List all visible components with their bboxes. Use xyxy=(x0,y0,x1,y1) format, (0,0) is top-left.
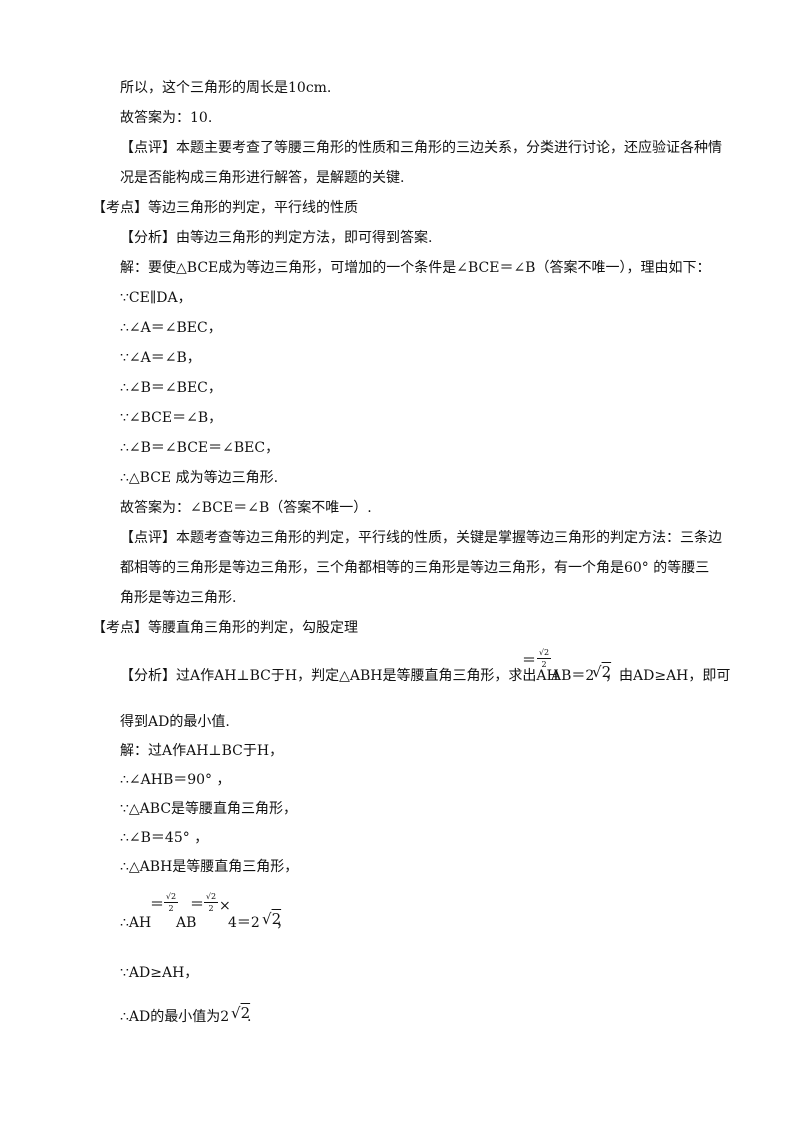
period: . xyxy=(247,1009,252,1025)
sqrt-symbol: √ xyxy=(262,910,272,928)
analysis-line: 【分析】由等边三角形的判定方法，即可得到答案. xyxy=(120,230,433,246)
fraction-bar xyxy=(164,902,178,903)
comma: ， xyxy=(276,915,290,931)
sqrt-symbol: √ xyxy=(231,1004,241,1022)
proof-step: ∴△BCE 成为等边三角形. xyxy=(120,470,279,486)
text-line: 故答案为：10. xyxy=(120,110,213,126)
sqrt-expression: √2 xyxy=(231,1003,250,1023)
fraction-sqrt2-over-2: √2 2 xyxy=(537,648,551,669)
proof-step: ∴∠A＝∠BEC， xyxy=(120,320,222,336)
comment-line: 况是否能构成三角形进行解答，是解题的关键. xyxy=(120,170,405,186)
analysis-line-end: ，由AD≥AH，即可 xyxy=(605,668,731,684)
proof-step: ∴∠B＝45° ， xyxy=(120,830,209,846)
proof-step: ∴△ABH是等腰直角三角形， xyxy=(120,859,299,875)
proof-step: ∵∠A＝∠B， xyxy=(120,350,201,366)
sqrt-symbol: √ xyxy=(592,663,602,681)
fraction-numerator: √2 xyxy=(205,892,217,901)
sqrt-expression: √2 xyxy=(262,909,281,929)
fraction-numerator: √2 xyxy=(165,892,177,901)
conclusion-start: ∴AD的最小值为2 xyxy=(120,1009,230,1025)
solution-line: 解：要使△BCE成为等边三角形，可增加的一个条件是∠BCE＝∠B（答案不唯一），… xyxy=(120,260,711,276)
proof-step: ∵△ABC是等腰直角三角形， xyxy=(120,801,298,817)
sqrt-argument: 2 xyxy=(240,1004,251,1022)
solution-line: 解：过A作AH⊥BC于H， xyxy=(120,743,284,759)
text-line: 所以，这个三角形的周长是10cm. xyxy=(120,80,332,96)
fraction-bar xyxy=(204,902,218,903)
knowledge-point-heading: 【考点】等腰直角三角形的判定，勾股定理 xyxy=(92,620,358,636)
fraction-sqrt2-over-2: √2 2 xyxy=(204,892,218,913)
sqrt-argument: 2 xyxy=(271,910,282,928)
equals-sign: ＝ xyxy=(150,897,164,913)
equation-result: 4＝2 xyxy=(228,915,260,931)
equals-sign: ＝ xyxy=(190,897,204,913)
times-sign: × xyxy=(219,898,231,914)
equation-start: ∴AH xyxy=(120,915,152,931)
analysis-line: 得到AD的最小值. xyxy=(120,714,230,730)
fraction-sqrt2-over-2: √2 2 xyxy=(164,892,178,913)
answer-line: 故答案为：∠BCE＝∠B（答案不唯一）. xyxy=(120,500,372,516)
comment-line: 角形是等边三角形. xyxy=(120,590,237,606)
proof-step: ∴∠B＝∠BCE＝∠BEC， xyxy=(120,440,280,456)
proof-step: ∵AD≥AH， xyxy=(120,965,199,981)
fraction-bar xyxy=(537,658,551,659)
knowledge-point-heading: 【考点】等边三角形的判定，平行线的性质 xyxy=(92,200,358,216)
fraction-denominator: 2 xyxy=(208,904,214,913)
proof-step: ∴∠B＝∠BEC， xyxy=(120,380,222,396)
analysis-line-start: 【分析】过A作AH⊥BC于H，判定△ABH是等腰直角三角形，求出AH xyxy=(120,668,559,684)
comment-line: 【点评】本题主要考查了等腰三角形的性质和三角形的三边关系，分类进行讨论，还应验证… xyxy=(120,140,722,156)
sqrt-expression: √2 xyxy=(592,662,611,682)
equation-ab: AB xyxy=(176,915,197,931)
proof-step: ∵∠BCE＝∠B， xyxy=(120,410,223,426)
equals-sign: ＝ xyxy=(522,653,536,669)
comment-line: 都相等的三角形是等边三角形，三个角都相等的三角形是等边三角形，有一个角是60° … xyxy=(120,560,710,576)
proof-step: ∴∠AHB＝90° ， xyxy=(120,772,231,788)
analysis-line-mid: AB＝2 xyxy=(551,668,595,684)
comment-line: 【点评】本题考查等边三角形的判定，平行线的性质，关键是掌握等边三角形的判定方法：… xyxy=(120,530,722,546)
fraction-denominator: 2 xyxy=(168,904,174,913)
fraction-numerator: √2 xyxy=(538,648,550,657)
fraction-denominator: 2 xyxy=(541,660,547,669)
sqrt-argument: 2 xyxy=(601,663,612,681)
proof-step: ∵CE∥DA， xyxy=(120,290,192,306)
